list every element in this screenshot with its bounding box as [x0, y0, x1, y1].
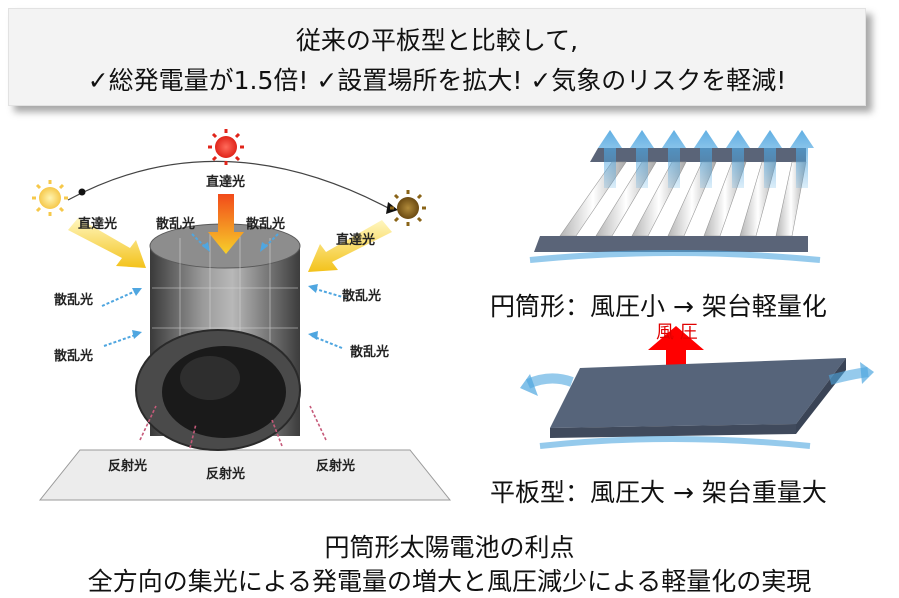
- label-scattered-light: 散乱光: [246, 216, 285, 232]
- label-scattered-light: 散乱光: [156, 216, 195, 232]
- checkmark-icon: ✓: [316, 66, 338, 95]
- label-reflected-light: 反射光: [206, 466, 245, 482]
- wind-pressure-arrow-icon: [648, 326, 704, 370]
- benefit-weather: 気象のリスクを軽減!: [551, 66, 787, 95]
- label-scattered-light: 散乱光: [350, 344, 389, 360]
- label-scattered-light: 散乱光: [54, 348, 93, 364]
- banner-line-2: ✓総発電量が1.5倍! ✓設置場所を拡大! ✓気象のリスクを軽減!: [9, 61, 865, 97]
- sun-icon: [32, 180, 68, 216]
- cylinder-array-icon: [529, 130, 821, 263]
- label-direct-light-left: 直達光: [78, 216, 117, 232]
- label-direct-light-top: 直達光: [206, 174, 245, 190]
- label-scattered-light: 散乱光: [54, 292, 93, 308]
- label-scattered-light: 散乱光: [342, 288, 381, 304]
- cylinder-light-diagram: 直達光 直達光 直達光 散乱光 散乱光 散乱光 散乱光 散乱光 散乱光 反射光 …: [20, 128, 460, 508]
- headline-banner: 従来の平板型と比較して, ✓総発電量が1.5倍! ✓設置場所を拡大! ✓気象のリ…: [8, 8, 866, 106]
- checkmark-icon: ✓: [87, 66, 109, 95]
- label-direct-light-right: 直達光: [336, 232, 375, 248]
- label-reflected-light: 反射光: [108, 458, 147, 474]
- benefit-location: 設置場所を拡大!: [337, 66, 523, 95]
- cylinder-caption: 円筒形：風圧小 → 架台軽量化: [490, 292, 827, 321]
- sun-icon: [390, 190, 426, 226]
- sun-icon: [208, 129, 244, 165]
- advantages-title: 円筒形太陽電池の利点: [324, 533, 575, 562]
- flat-panel-icon: [520, 358, 874, 449]
- label-reflected-light: 反射光: [316, 458, 355, 474]
- advantages-subtitle: 全方向の集光による発電量の増大と風圧減少による軽量化の実現: [87, 567, 812, 596]
- banner-line-1: 従来の平板型と比較して,: [295, 26, 579, 55]
- wind-pressure-label: 風 圧: [656, 322, 698, 343]
- benefit-power: 総発電量が1.5倍!: [108, 66, 309, 95]
- flat-panel-caption: 平板型：風圧大 → 架台重量大: [490, 478, 827, 507]
- checkmark-icon: ✓: [530, 66, 552, 95]
- wind-pressure-comparison: 円筒形：風圧小 → 架台軽量化 風 圧 平板型：風圧大 → 架台重量大: [490, 128, 890, 518]
